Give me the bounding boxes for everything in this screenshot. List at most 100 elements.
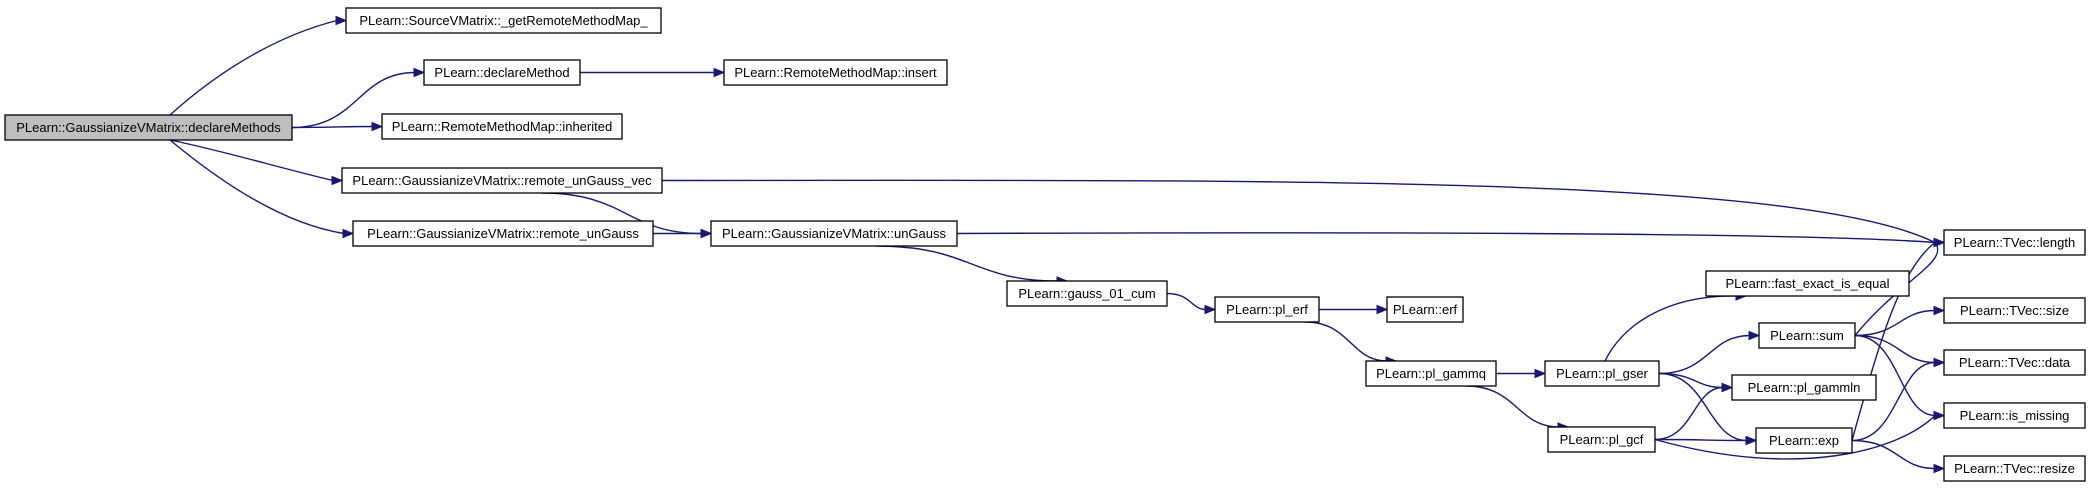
node-box[interactable] bbox=[4, 114, 293, 141]
node-box[interactable] bbox=[1214, 296, 1320, 323]
edge-n20-n22 bbox=[1851, 439, 1936, 470]
edge-n13-n19 bbox=[1465, 385, 1560, 428]
node-label: PLearn::gauss_01_cum bbox=[1018, 286, 1155, 301]
node-box[interactable] bbox=[352, 220, 654, 247]
edge-n5-n8 bbox=[661, 179, 1936, 244]
edge-n19-n21 bbox=[1654, 415, 1936, 460]
node-n17[interactable]: PLearn::TVec::data bbox=[1943, 349, 2086, 376]
edge-n14-n18 bbox=[1658, 372, 1724, 389]
edge-n19-n18 bbox=[1654, 386, 1724, 441]
node-label: PLearn::GaussianizeVMatrix::remote_unGau… bbox=[367, 226, 639, 241]
node-n22[interactable]: PLearn::TVec::resize bbox=[1943, 455, 2086, 482]
node-n19[interactable]: PLearn::pl_gcf bbox=[1547, 426, 1656, 453]
node-box[interactable] bbox=[1943, 297, 2086, 324]
node-box[interactable] bbox=[1943, 349, 2086, 376]
node-label: PLearn::RemoteMethodMap::inherited bbox=[392, 119, 612, 134]
node-box[interactable] bbox=[1547, 426, 1656, 453]
edge-n14-n20 bbox=[1658, 372, 1748, 442]
node-box[interactable] bbox=[723, 59, 948, 86]
node-box[interactable] bbox=[381, 113, 623, 140]
node-n16[interactable]: PLearn::TVec::size bbox=[1943, 297, 2086, 324]
node-box[interactable] bbox=[710, 220, 958, 247]
node-n20[interactable]: PLearn::exp bbox=[1755, 427, 1853, 454]
edge-n20-n8 bbox=[1851, 241, 1936, 441]
node-label: PLearn::fast_exact_is_equal bbox=[1725, 276, 1889, 291]
node-label: PLearn::is_missing bbox=[1960, 408, 2070, 423]
node-n10[interactable]: PLearn::pl_erf bbox=[1214, 296, 1320, 323]
node-label: PLearn::SourceVMatrix::_getRemoteMethodM… bbox=[359, 13, 648, 28]
node-label: PLearn::GaussianizeVMatrix::declareMetho… bbox=[16, 120, 281, 135]
node-label: PLearn::GaussianizeVMatrix::unGauss bbox=[722, 226, 946, 241]
node-box[interactable] bbox=[1758, 322, 1856, 349]
node-box[interactable] bbox=[1705, 270, 1910, 297]
node-n12[interactable]: PLearn::fast_exact_is_equal bbox=[1705, 270, 1910, 297]
edge-arrowhead bbox=[700, 228, 713, 239]
node-box[interactable] bbox=[1943, 402, 2086, 429]
call-graph-nodes: PLearn::GaussianizeVMatrix::declareMetho… bbox=[4, 7, 2086, 482]
node-box[interactable] bbox=[1006, 280, 1168, 307]
node-n14[interactable]: PLearn::pl_gser bbox=[1544, 360, 1660, 387]
edge-n7-n9 bbox=[875, 245, 1059, 282]
edge-n14-n15 bbox=[1658, 334, 1751, 375]
node-n15[interactable]: PLearn::sum bbox=[1758, 322, 1856, 349]
edge-arrowhead bbox=[1376, 304, 1389, 315]
call-graph-edges bbox=[169, 15, 1946, 474]
edge-n15-n21 bbox=[1854, 334, 1936, 417]
edge-n0-n1 bbox=[169, 19, 338, 116]
node-n11[interactable]: PLearn::erf bbox=[1386, 296, 1464, 323]
edge-n20-n17 bbox=[1851, 361, 1936, 442]
node-box[interactable] bbox=[423, 59, 581, 86]
node-box[interactable] bbox=[1386, 296, 1464, 323]
node-box[interactable] bbox=[1544, 360, 1660, 387]
edge-n19-n20 bbox=[1654, 438, 1748, 442]
edge-n10-n13 bbox=[1304, 321, 1388, 362]
edge-n15-n16 bbox=[1854, 309, 1936, 337]
node-label: PLearn::TVec::data bbox=[1959, 355, 2071, 370]
node-box[interactable] bbox=[1943, 229, 2086, 256]
node-n21[interactable]: PLearn::is_missing bbox=[1943, 402, 2086, 429]
edge-n0-n5 bbox=[169, 139, 334, 182]
edge-arrowhead bbox=[1933, 237, 1946, 248]
node-box[interactable] bbox=[1365, 360, 1497, 387]
node-n9[interactable]: PLearn::gauss_01_cum bbox=[1006, 280, 1168, 307]
node-n5[interactable]: PLearn::GaussianizeVMatrix::remote_unGau… bbox=[341, 167, 663, 194]
node-box[interactable] bbox=[1731, 374, 1877, 401]
edge-arrowhead bbox=[413, 67, 426, 78]
edge-arrowhead bbox=[1933, 357, 1946, 368]
node-n0[interactable]: PLearn::GaussianizeVMatrix::declareMetho… bbox=[4, 114, 293, 141]
node-label: PLearn::GaussianizeVMatrix::remote_unGau… bbox=[352, 173, 652, 188]
node-n4[interactable]: PLearn::RemoteMethodMap::inherited bbox=[381, 113, 623, 140]
edge-n0-n4 bbox=[291, 125, 374, 129]
node-n2[interactable]: PLearn::declareMethod bbox=[423, 59, 581, 86]
edge-arrowhead bbox=[335, 15, 348, 26]
node-box[interactable] bbox=[345, 7, 662, 34]
edge-arrowhead bbox=[342, 228, 355, 239]
edge-arrowhead bbox=[1933, 463, 1946, 474]
node-n18[interactable]: PLearn::pl_gammln bbox=[1731, 374, 1877, 401]
node-n3[interactable]: PLearn::RemoteMethodMap::insert bbox=[723, 59, 948, 86]
node-n1[interactable]: PLearn::SourceVMatrix::_getRemoteMethodM… bbox=[345, 7, 662, 34]
edge-arrowhead bbox=[1748, 330, 1761, 341]
edge-arrowhead bbox=[1933, 410, 1946, 421]
node-n13[interactable]: PLearn::pl_gammq bbox=[1365, 360, 1497, 387]
edge-arrowhead bbox=[1204, 304, 1217, 315]
edge-n14-n12 bbox=[1604, 295, 1738, 362]
edge-n15-n17 bbox=[1854, 334, 1936, 364]
node-box[interactable] bbox=[1943, 455, 2086, 482]
node-box[interactable] bbox=[341, 167, 663, 194]
node-box[interactable] bbox=[1755, 427, 1853, 454]
node-n7[interactable]: PLearn::GaussianizeVMatrix::unGauss bbox=[710, 220, 958, 247]
node-label: PLearn::TVec::resize bbox=[1954, 461, 2075, 476]
edge-n0-n6 bbox=[169, 139, 345, 235]
edge-arrowhead bbox=[1745, 435, 1758, 446]
node-label: PLearn::declareMethod bbox=[434, 65, 569, 80]
node-label: PLearn::TVec::size bbox=[1960, 303, 2069, 318]
node-label: PLearn::pl_gammq bbox=[1376, 366, 1486, 381]
edge-arrowhead bbox=[1534, 368, 1547, 379]
node-label: PLearn::erf bbox=[1393, 302, 1458, 317]
node-n6[interactable]: PLearn::GaussianizeVMatrix::remote_unGau… bbox=[352, 220, 654, 247]
edge-arrowhead bbox=[371, 121, 384, 132]
node-n8[interactable]: PLearn::TVec::length bbox=[1943, 229, 2086, 256]
edge-arrowhead bbox=[331, 175, 344, 186]
